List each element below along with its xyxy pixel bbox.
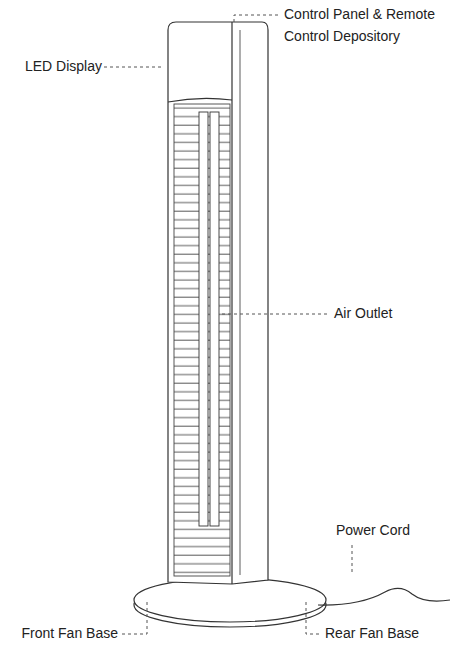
part-label: LED Display [10, 56, 102, 78]
fan-base [134, 578, 326, 622]
part-label: Front Fan Base [4, 623, 118, 645]
grille-bar [210, 112, 219, 526]
leader-line [222, 314, 330, 315]
part-label: Control Panel & Remote Control Depositor… [284, 4, 446, 47]
leader-line [234, 15, 280, 22]
part-label: Power Cord [336, 520, 446, 542]
leader-line [104, 67, 164, 68]
cap-edge [168, 98, 232, 102]
side-groove [240, 30, 241, 575]
leader-line [352, 545, 353, 572]
part-label: Air Outlet [334, 303, 444, 325]
part-label: Rear Fan Base [325, 623, 449, 645]
side-edge [231, 22, 232, 584]
grille [174, 104, 230, 576]
power-cord [318, 588, 450, 605]
leader-line [306, 602, 322, 634]
leader-line [120, 602, 147, 634]
grille-bar [199, 112, 208, 526]
fan-tower [168, 22, 268, 584]
